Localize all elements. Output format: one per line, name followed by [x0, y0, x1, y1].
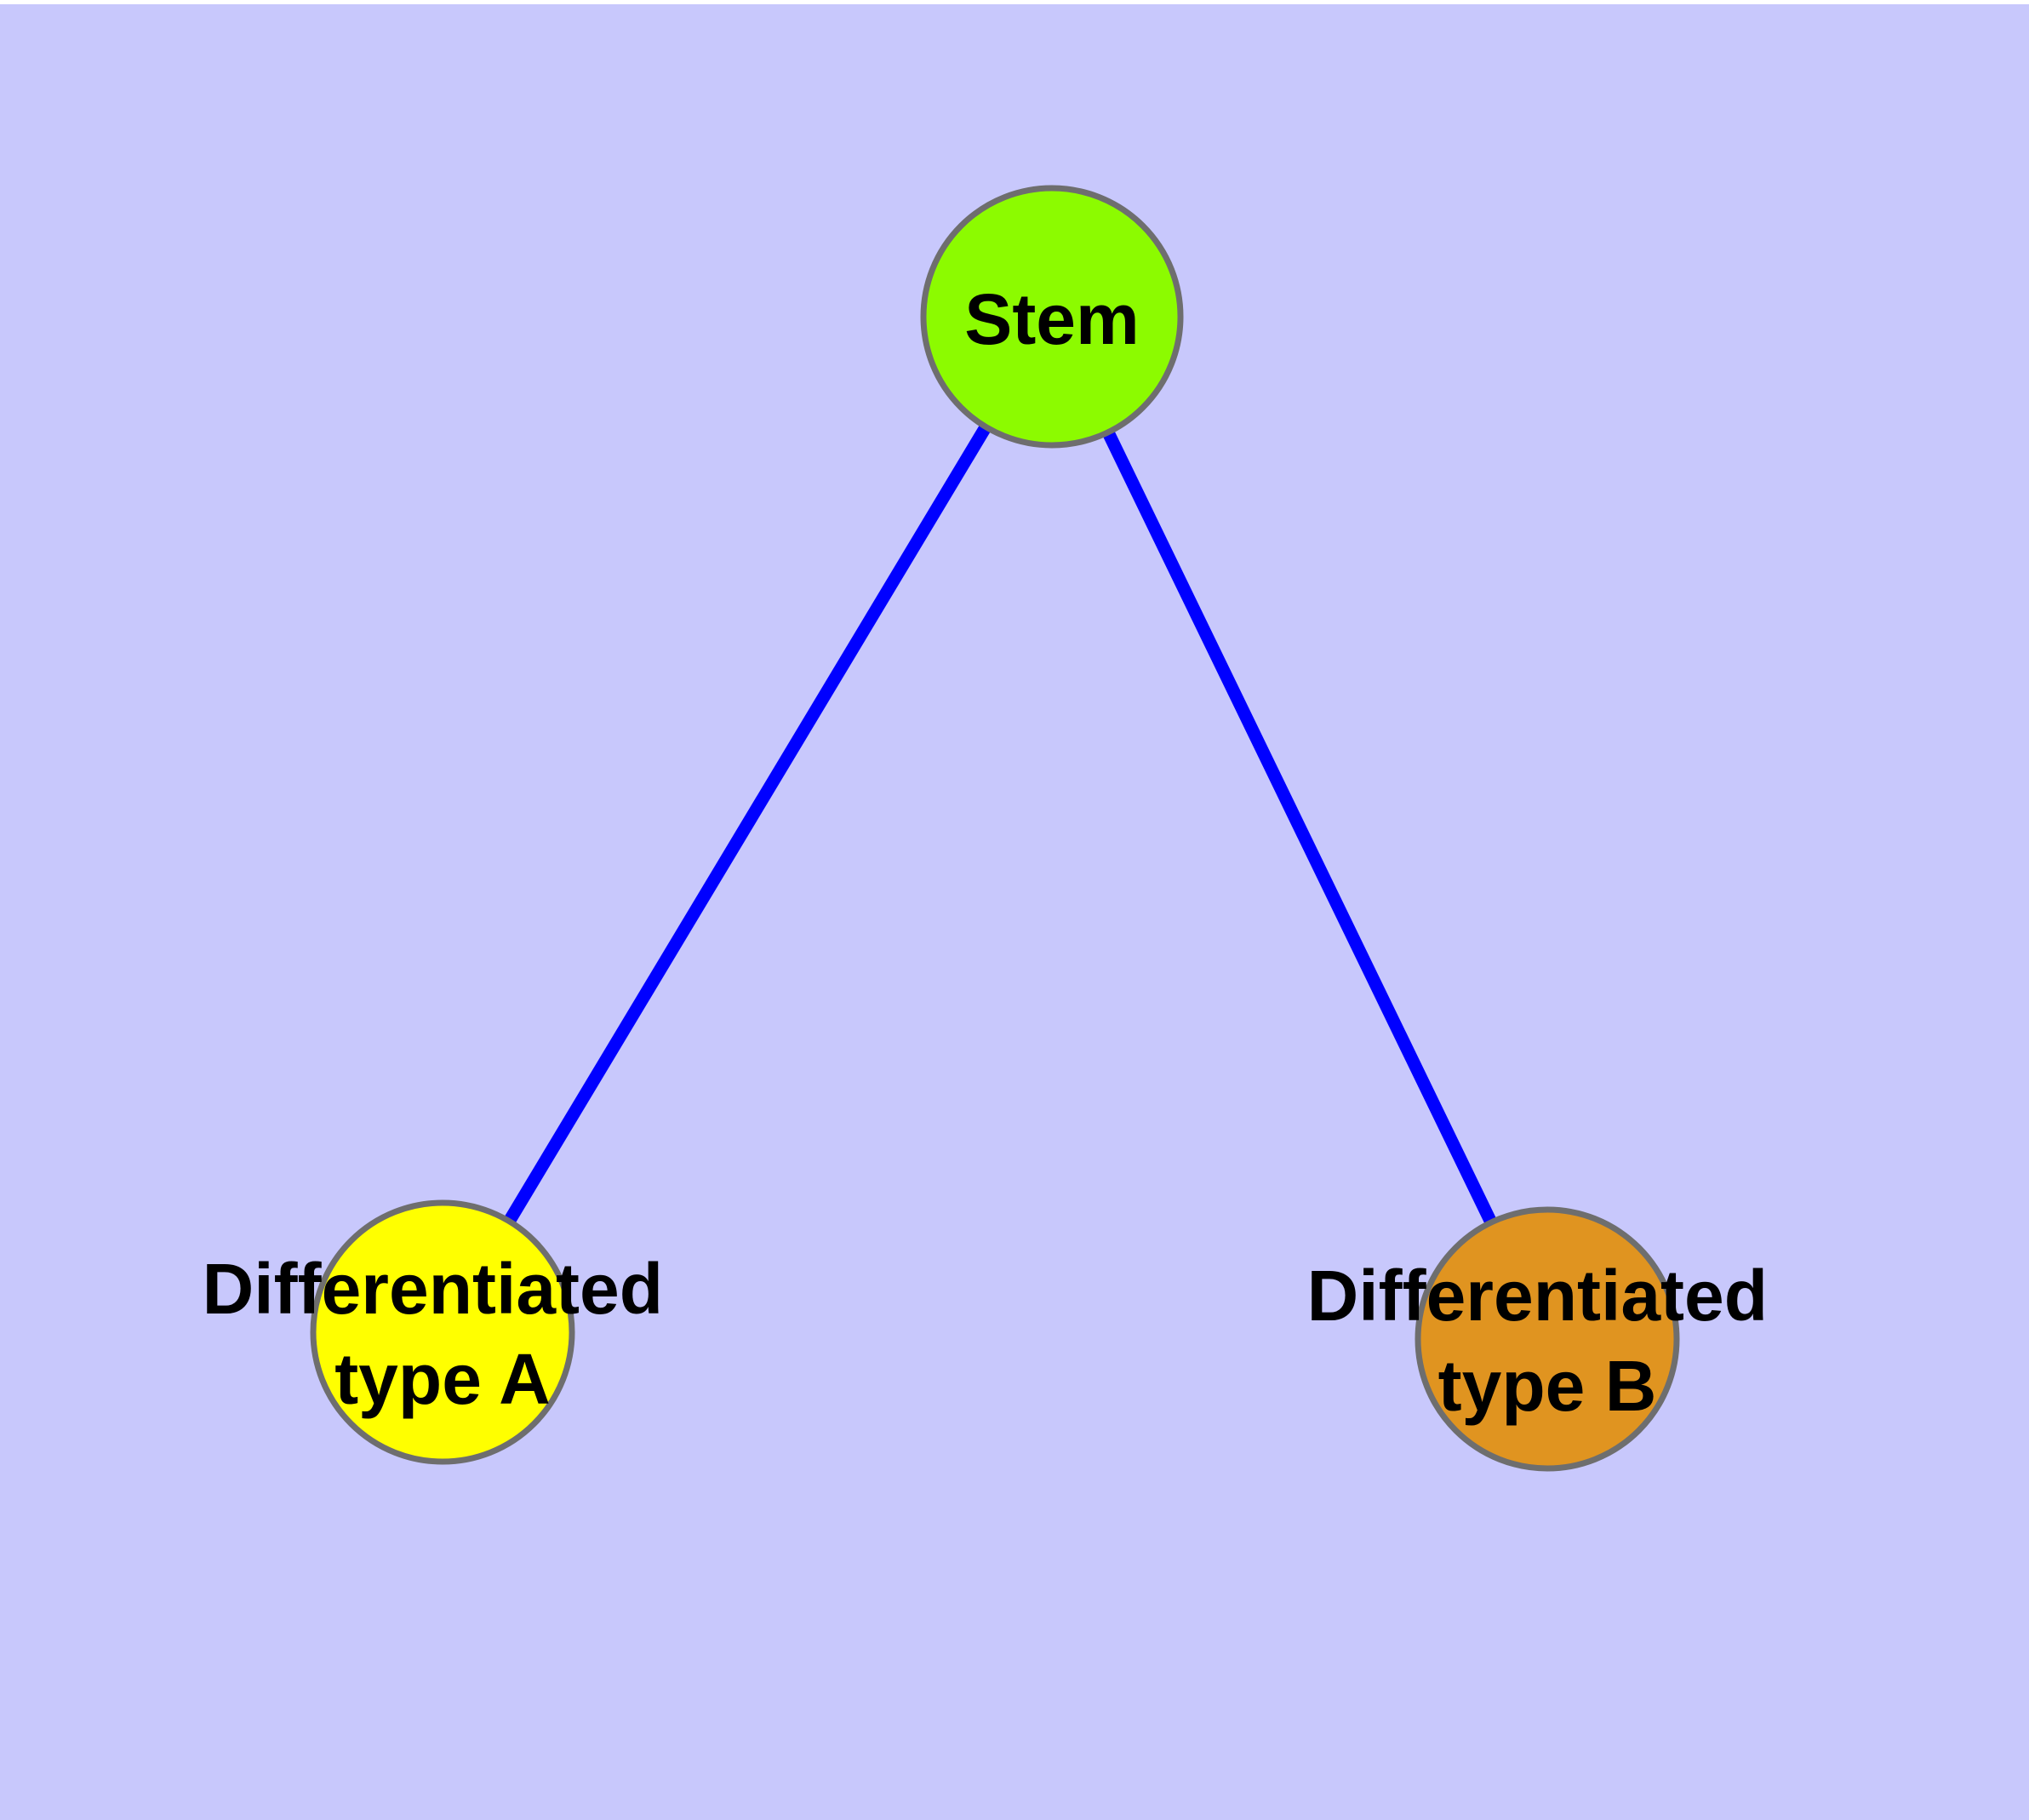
node-differentiated-type-a: [310, 1199, 575, 1465]
top-border: [0, 0, 2029, 4]
label-line-2: type B: [1438, 1346, 1657, 1426]
label-line-2: type A: [334, 1339, 551, 1419]
label-line-1: Differentiated: [1307, 1256, 1768, 1336]
node-differentiated-type-b: [1415, 1206, 1680, 1472]
edge-stem-to-type-b: [1102, 429, 1497, 1226]
node-differentiated-type-b-label: Differentiated type B: [1307, 1256, 1788, 1426]
node-stem: [920, 185, 1184, 449]
node-differentiated-type-a-label: Differentiated type A: [203, 1249, 683, 1419]
label-line-1: Differentiated: [203, 1249, 663, 1329]
edge-stem-to-type-a: [503, 424, 992, 1225]
node-stem-label: Stem: [964, 279, 1139, 359]
